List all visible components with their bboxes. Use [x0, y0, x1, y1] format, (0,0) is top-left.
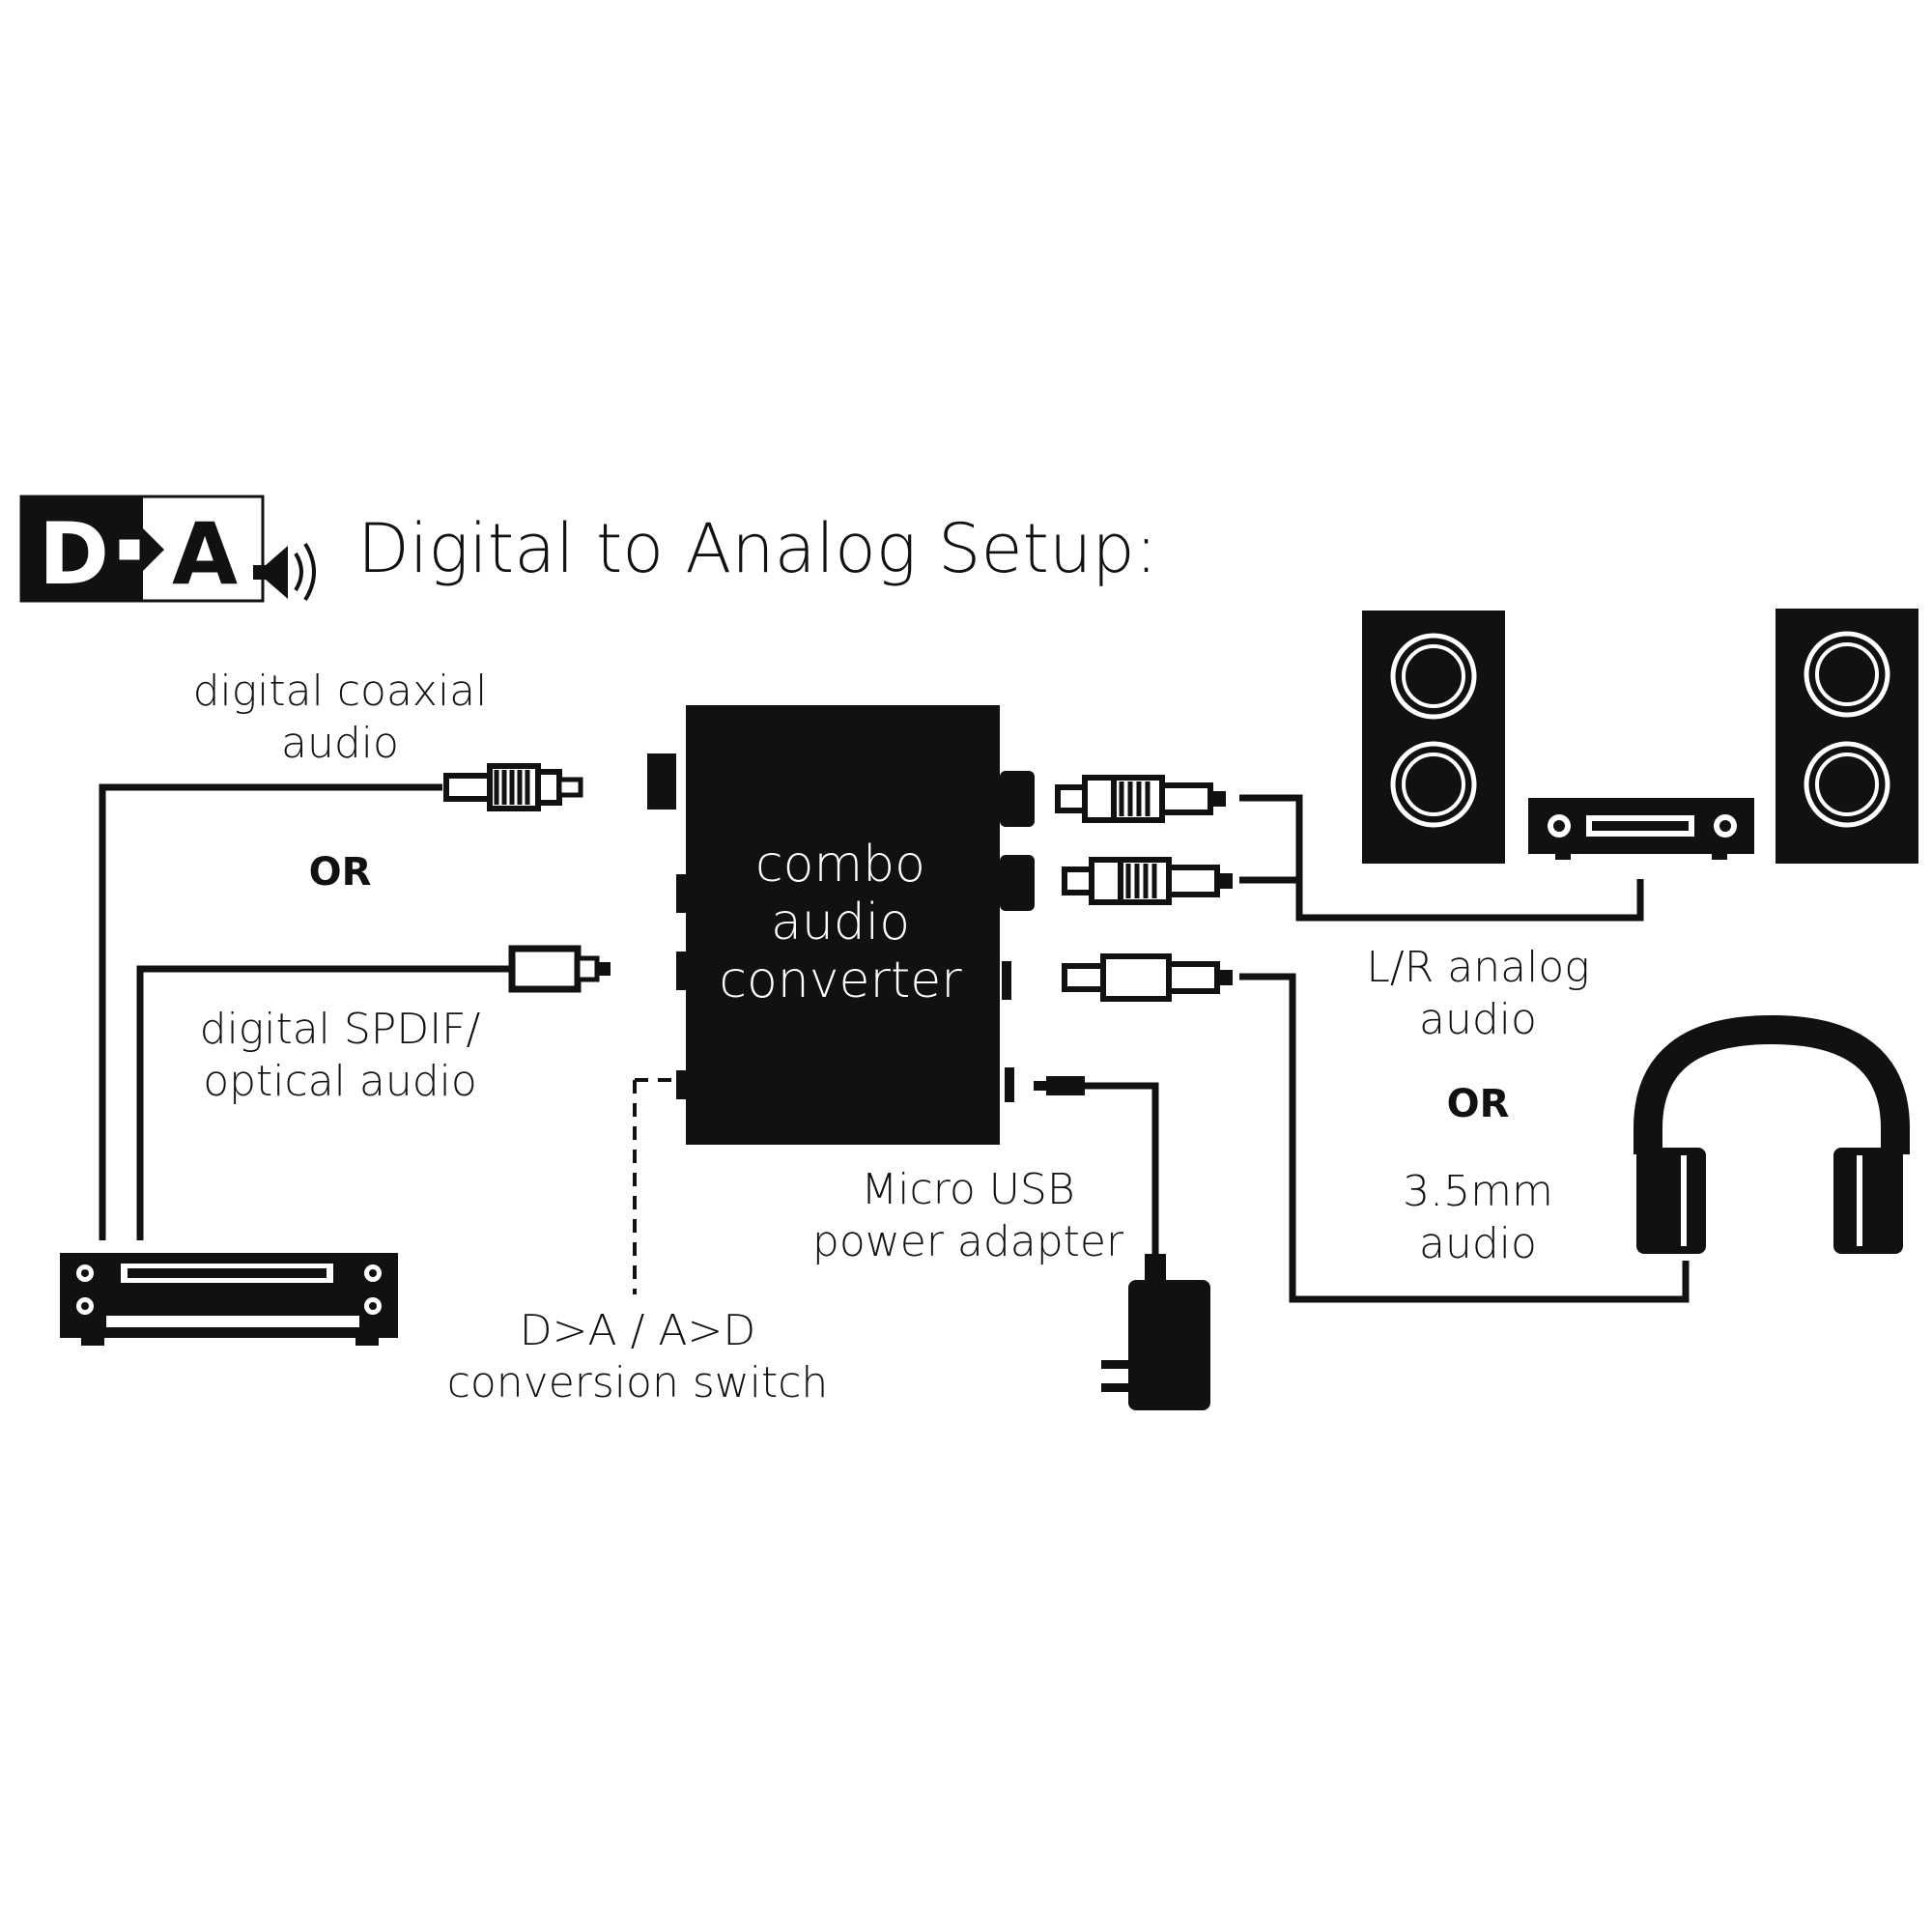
source-player-icon	[60, 1253, 398, 1346]
coaxial-side-port	[676, 874, 688, 913]
optical-input-port	[676, 952, 688, 990]
power-label-line1: Micro USB	[861, 1165, 1074, 1214]
analog-cable-left	[1239, 794, 1644, 922]
converter-label-line1: combo	[755, 836, 925, 894]
jack-plug-icon	[1062, 953, 1233, 1002]
coaxial-cable	[99, 783, 442, 1240]
jack-output-port	[1002, 961, 1011, 1000]
rca-left-plug-icon	[1055, 775, 1226, 823]
coaxial-label-line2: audio	[281, 719, 399, 768]
logo-arrow-icon	[114, 527, 164, 572]
conversion-switch	[676, 1070, 688, 1099]
headphones-icon	[1634, 1014, 1910, 1254]
da-logo: D A	[19, 495, 316, 604]
headphone-cable	[1239, 973, 1690, 1303]
switch-label-line2: conversion switch	[447, 1358, 829, 1407]
coaxial-label-line1: digital coaxial	[193, 667, 488, 716]
power-label-line2: power adapter	[812, 1217, 1124, 1266]
logo-letter-d: D	[39, 504, 109, 604]
optical-cable	[136, 965, 510, 1240]
usb-power-port	[1005, 1067, 1014, 1102]
micro-usb-plug-icon	[1034, 1076, 1085, 1095]
optical-label-line2: optical audio	[203, 1057, 477, 1106]
cables	[99, 783, 1690, 1303]
converter-label-line2: audio	[771, 894, 910, 952]
rca-right-plug-icon	[1062, 857, 1233, 905]
diagram-title: Digital to Analog Setup:	[357, 509, 1157, 588]
input-or-label: OR	[309, 850, 372, 895]
optical-label-line1: digital SPDIF/	[200, 1005, 481, 1054]
coaxial-input-port	[647, 753, 676, 810]
analog-label-line2: audio	[1419, 995, 1537, 1044]
coaxial-plug-icon	[443, 763, 583, 811]
jack-label-line2: audio	[1419, 1219, 1537, 1268]
logo-letter-a: A	[172, 504, 238, 604]
right-speaker-icon	[1776, 609, 1918, 864]
speaker-icon	[253, 542, 316, 602]
usb-cable	[1082, 1082, 1159, 1256]
combo-converter-box: combo audio converter	[686, 705, 1000, 1145]
output-or-label: OR	[1447, 1082, 1510, 1126]
receiver-icon	[1528, 798, 1754, 860]
optical-plug-icon	[508, 945, 611, 993]
jack-label-line1: 3.5mm	[1403, 1167, 1553, 1216]
left-speaker-icon	[1362, 611, 1505, 864]
power-adapter-icon	[1101, 1254, 1210, 1410]
converter-label-line3: converter	[719, 952, 962, 1009]
switch-label-line1: D>A / A>D	[520, 1306, 756, 1355]
rca-right-output-port	[1000, 855, 1035, 911]
analog-label-line1: L/R analog	[1366, 943, 1589, 992]
rca-left-output-port	[1000, 771, 1035, 827]
